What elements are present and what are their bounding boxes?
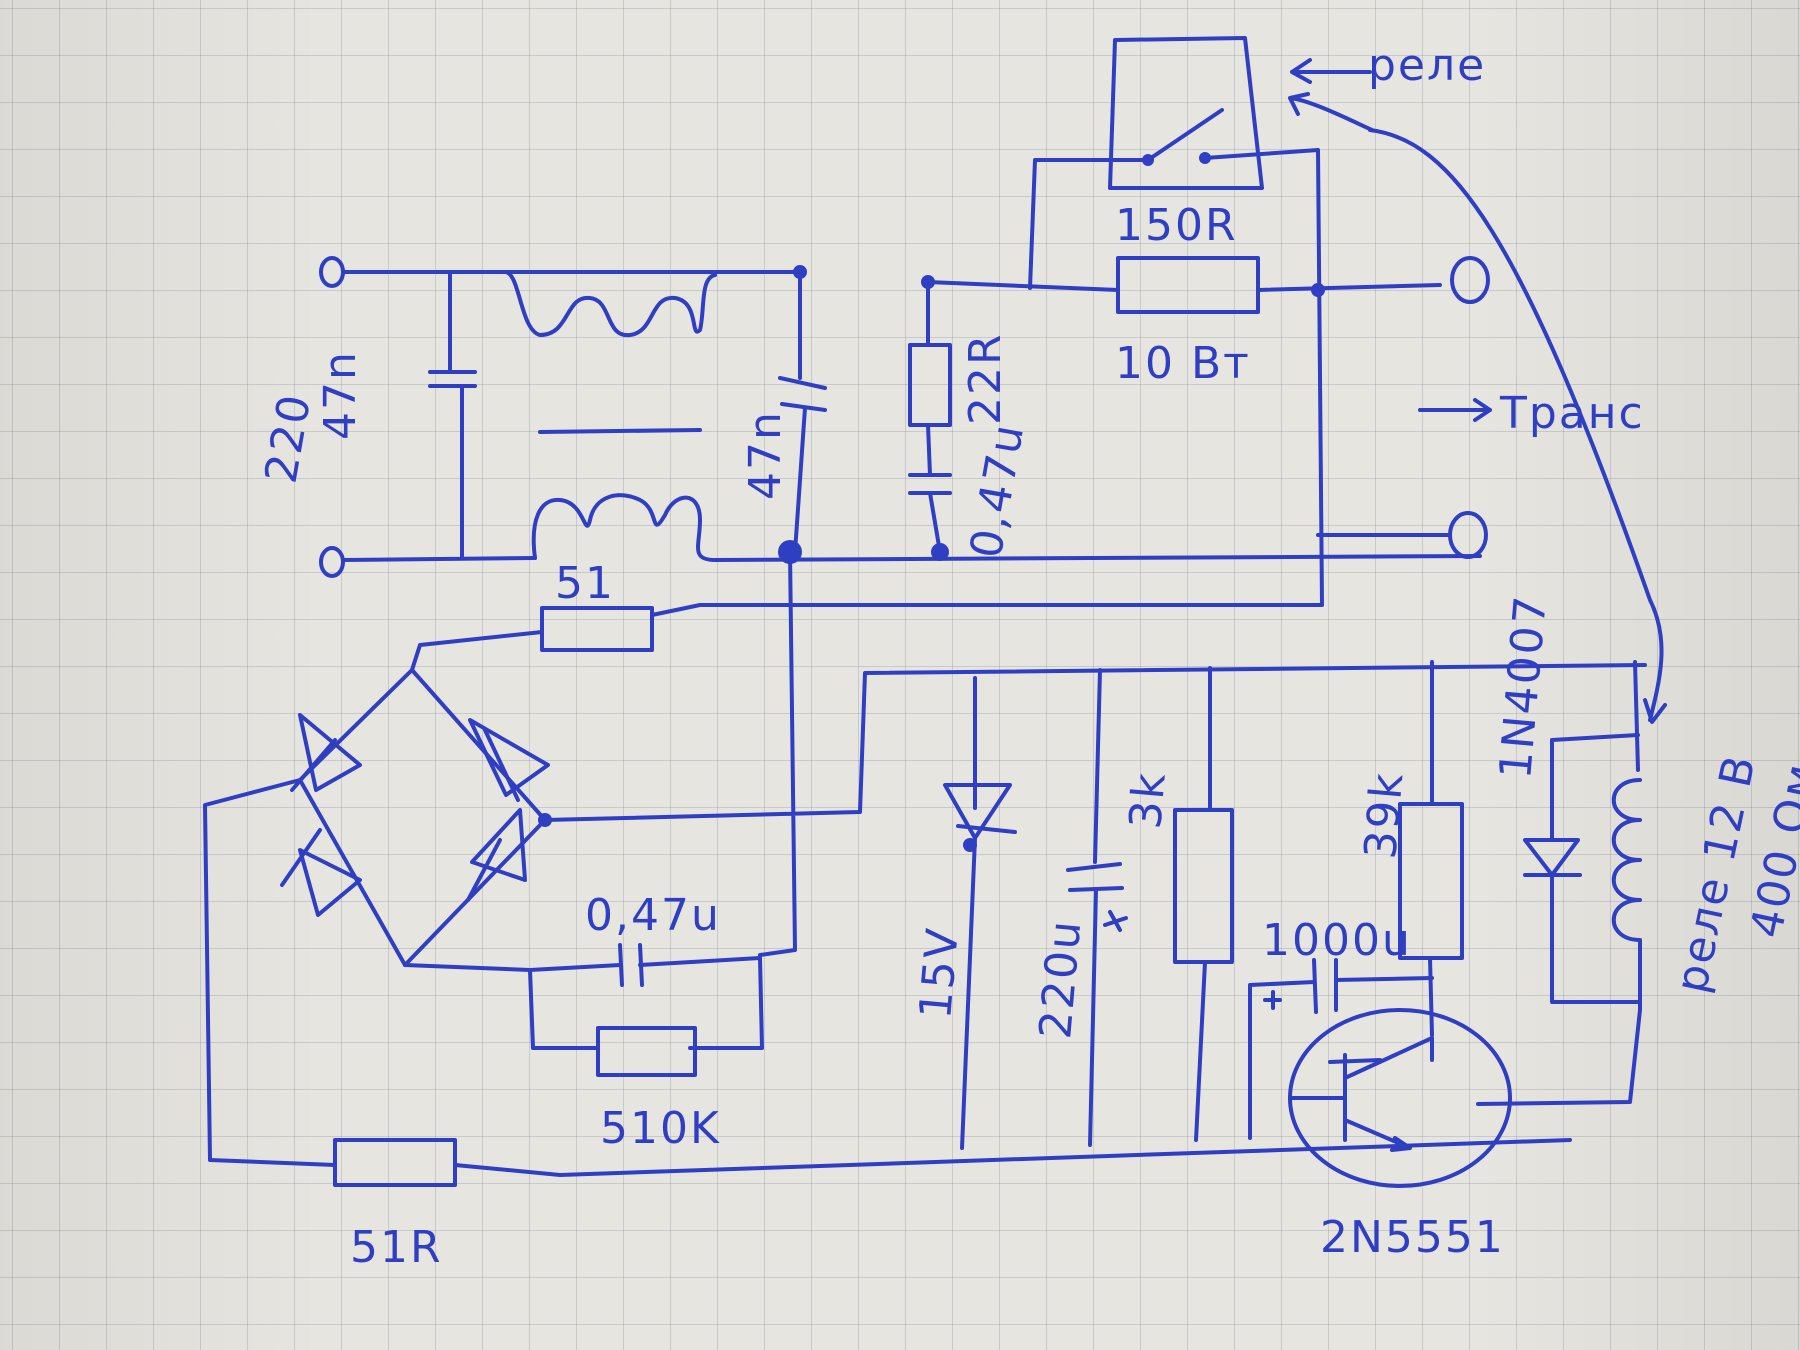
transistor-2n5551	[1288, 1008, 1512, 1188]
dropper-capacitor-0-47u	[403, 943, 764, 1050]
smoothing-cap-label: 220u	[1030, 917, 1091, 1041]
smoothing-capacitor-220u	[1066, 668, 1128, 1147]
zener-label: 15V	[910, 925, 969, 1021]
zener-diode-15v	[943, 676, 1017, 1150]
bridge-input-resistor-51	[410, 603, 702, 672]
dropper-resistor-label: 510K	[600, 1103, 721, 1154]
snubber-rc	[908, 280, 952, 554]
snubber-cap-label: 0,47u	[961, 419, 1035, 562]
output-terminals	[1316, 256, 1490, 559]
delay-cap-label: 1000u	[1262, 915, 1412, 966]
diode-label: 1N4007	[1490, 592, 1557, 781]
transformer-label-arrow	[1418, 398, 1492, 422]
transistor-label: 2N5551	[1320, 1212, 1505, 1263]
load-resistor-3k	[1173, 666, 1234, 1142]
return-resistor-label: 51R	[350, 1222, 443, 1273]
input-filter-capacitor	[341, 270, 802, 562]
transformer-label: Транс	[1499, 388, 1645, 439]
output-filter-capacitor	[778, 270, 827, 554]
bridge-rectifier	[280, 668, 550, 967]
resistor-150r	[1116, 256, 1260, 314]
relay-contact	[1108, 36, 1264, 190]
common-mode-choke	[503, 270, 1482, 562]
delay-capacitor-1000u	[1248, 958, 1434, 1140]
base-resistor-label: 39k	[1355, 769, 1413, 861]
relay-bypass-wiring	[698, 148, 1442, 607]
node-junction	[963, 838, 977, 852]
relay-spec-label: реле 12 В	[1666, 750, 1766, 998]
load-resistor-label: 3k	[1120, 769, 1176, 831]
relay-coil	[1476, 660, 1642, 1106]
resistor-150r-label: 150R	[1115, 200, 1238, 251]
dropper-cap-label: 0,47u	[585, 890, 721, 941]
relay-diode-1n4007	[1523, 733, 1642, 1004]
node-junction	[793, 265, 807, 279]
dropper-resistor-510k	[528, 968, 697, 1077]
mains-voltage-label: 220	[256, 389, 322, 486]
bridge-wiring	[203, 550, 1647, 1177]
base-resistor-39k	[1398, 660, 1464, 1037]
relay-label-arrow	[1288, 58, 1667, 724]
bridge-resistor-label: 51	[555, 558, 615, 609]
output-cap-label: 47n	[740, 410, 791, 500]
resistor-power-label: 10 Вт	[1115, 338, 1251, 389]
input-cap-label: 47n	[315, 350, 366, 440]
snubber-resistor-label: 22R	[960, 332, 1011, 425]
return-resistor-51r	[333, 1138, 457, 1187]
relay-label: реле	[1368, 40, 1486, 91]
